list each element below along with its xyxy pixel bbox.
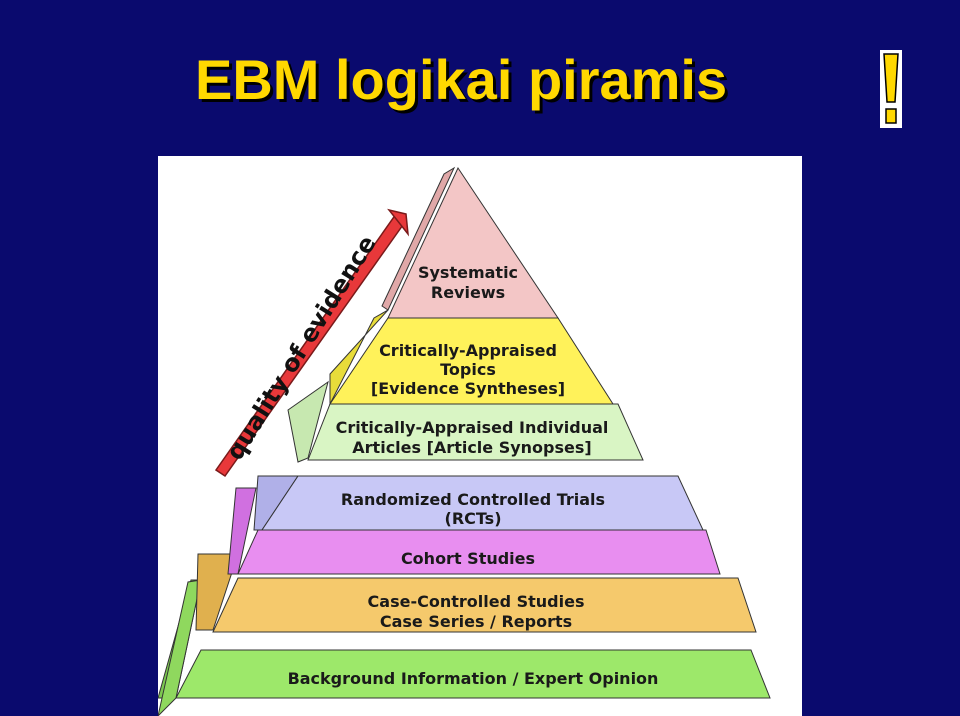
level-article-synopses: Critically-Appraised Individual Articles…: [287, 380, 644, 463]
exclamation-icon: [880, 50, 902, 128]
level-evidence-syntheses: Critically-Appraised Topics [Evidence Sy…: [329, 309, 614, 405]
level-background-expert-opinion: Background Information / Expert Opinion: [158, 579, 771, 716]
level-2-line-1: Critically-Appraised: [379, 341, 557, 360]
quality-arrow: [214, 208, 410, 478]
level-6-line-2: Case Series / Reports: [380, 612, 572, 631]
level-4-line-2: (RCTs): [445, 509, 502, 528]
level-2-line-2: Topics: [440, 360, 496, 379]
level-1-line-2: Reviews: [431, 283, 505, 302]
level-5-line-1: Cohort Studies: [401, 549, 535, 568]
level-6-line-1: Case-Controlled Studies: [368, 592, 585, 611]
level-7-line-1: Background Information / Expert Opinion: [288, 669, 659, 688]
level-3-line-2: Articles [Article Synopses]: [352, 438, 591, 457]
level-systematic-reviews: Systematic Reviews: [381, 166, 559, 319]
level-rcts: Randomized Controlled Trials (RCTs): [253, 475, 704, 531]
level-1-line-1: Systematic: [418, 263, 518, 282]
slide-title: EBM logikai piramis: [195, 48, 728, 111]
level-cohort-studies: Cohort Studies: [227, 487, 721, 575]
level-3-line-1: Critically-Appraised Individual: [336, 418, 609, 437]
level-2-line-3: [Evidence Syntheses]: [371, 379, 565, 398]
pyramid-diagram: Background Information / Expert Opinion …: [158, 156, 802, 716]
level-case-controlled: Case-Controlled Studies Case Series / Re…: [195, 553, 757, 633]
level-4-line-1: Randomized Controlled Trials: [341, 490, 605, 509]
